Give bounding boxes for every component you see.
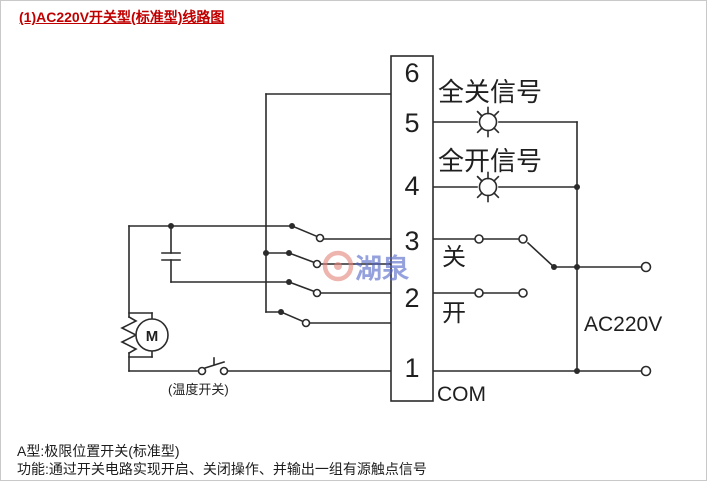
contact-terminal-icon: [474, 234, 484, 244]
junction-dot: [286, 279, 292, 285]
label-open-signal: 全开信号: [438, 146, 542, 176]
label-close-signal: 全关信号: [438, 77, 542, 107]
junction-dots: [168, 184, 580, 374]
diagram-labels: 6 5 4 3 2 1 全关信号 全开信号 关 开 AC220V COM M (…: [146, 58, 662, 406]
temp-switch-blade-icon: [203, 360, 226, 370]
motor-icon: [135, 318, 169, 352]
footer-type-label: A型:极限位置开关(标准型): [17, 443, 180, 459]
switch-blade-icon: [526, 241, 556, 269]
label-com: COM: [437, 383, 486, 406]
power-terminal-icon: [640, 365, 652, 377]
junction-dot: [289, 223, 295, 229]
junction-dot: [574, 264, 580, 270]
switch-blade-icon: [290, 224, 318, 238]
contact-terminal-icon: [518, 234, 528, 244]
junction-dot: [263, 250, 269, 256]
terminal-number-1: 1: [404, 353, 419, 383]
winding-zigzag-icon: [120, 315, 138, 355]
terminal-block: [390, 55, 434, 402]
watermark-text: 湖泉: [355, 253, 410, 284]
label-temp-switch: (温度开关): [168, 382, 229, 397]
contact-terminal-icon: [315, 233, 325, 243]
temp-switch-icon: [197, 366, 207, 376]
switch-blade-icon: [279, 310, 304, 323]
switch-blade-icon: [287, 280, 315, 293]
terminal-number-3: 3: [404, 226, 419, 256]
contact-terminal-icon: [474, 288, 484, 298]
terminal-number-5: 5: [404, 108, 419, 138]
contact-terminal-icon: [301, 318, 311, 328]
junction-dot: [574, 368, 580, 374]
junction-dot: [168, 223, 174, 229]
lamp-close-signal-icon: [476, 106, 500, 138]
junction-dot: [574, 184, 580, 190]
junction-dot: [551, 264, 557, 270]
terminal-number-2: 2: [404, 283, 419, 313]
contact-terminal-icon: [312, 288, 322, 298]
footer-function-label: 功能:通过开关电路实现开启、关闭操作、并输出一组有源触点信号: [17, 461, 427, 477]
terminal-number-6: 6: [404, 58, 419, 88]
junction-dot: [286, 250, 292, 256]
junction-dot: [278, 309, 284, 315]
watermark-logo: 湖泉: [322, 250, 410, 284]
label-power: AC220V: [584, 313, 662, 336]
lamp-open-signal-icon: [476, 171, 500, 203]
power-terminal-icon: [640, 261, 652, 273]
contact-terminal-icon: [312, 259, 322, 269]
switch-blade-icon: [287, 251, 315, 264]
temp-switch-icon: [219, 366, 229, 376]
section-title: (1)AC220V开关型(标准型)线路图: [19, 9, 225, 25]
wiring: [120, 55, 652, 402]
label-close: 关: [442, 244, 466, 271]
watermark-emblem-icon: [322, 250, 354, 282]
label-open: 开: [442, 300, 466, 327]
terminal-number-4: 4: [404, 171, 419, 201]
watermark-emblem-dot-icon: [334, 262, 342, 270]
contact-terminal-icon: [518, 288, 528, 298]
label-motor: M: [146, 328, 159, 345]
